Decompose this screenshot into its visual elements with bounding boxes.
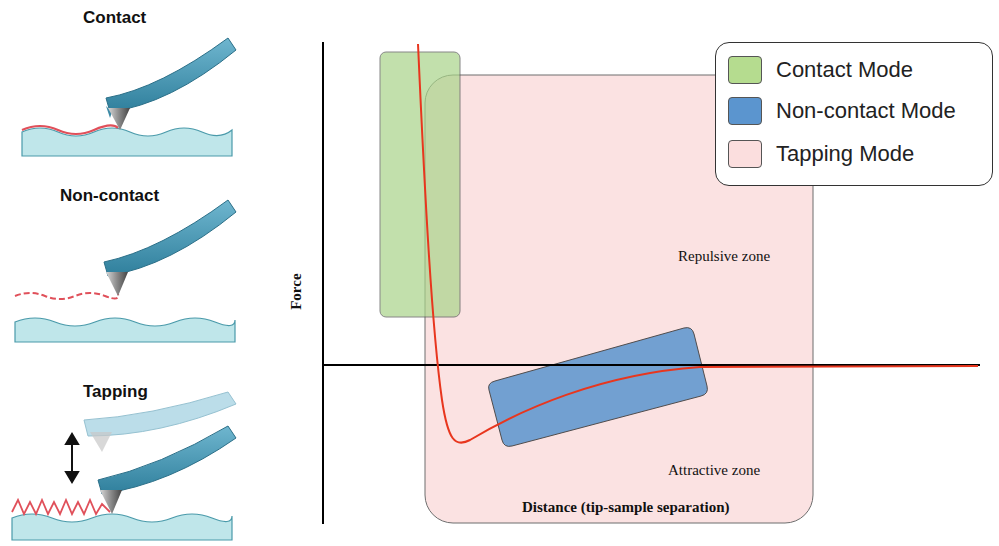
tip-trace: [22, 125, 118, 134]
zone-label: Repulsive zone: [678, 248, 770, 265]
tapping-region: [425, 75, 813, 523]
force-curve: [418, 44, 978, 443]
axis-title: Force: [288, 273, 305, 309]
probe-tip: [108, 108, 130, 130]
legend-entry: Non-contact Mode: [728, 96, 956, 126]
panel-title: Tapping: [83, 382, 148, 402]
cantilever: [104, 200, 236, 276]
legend-text: Tapping Mode: [776, 141, 914, 167]
sample-surface: [22, 128, 232, 156]
legend-swatch: [728, 56, 762, 84]
sample-surface: [12, 514, 232, 540]
probe-tip: [106, 272, 128, 296]
legend-entry: Tapping Mode: [728, 139, 914, 169]
panel-title: Contact: [83, 8, 146, 28]
tip-trace: [15, 293, 118, 299]
cantilever: [106, 38, 236, 112]
probe-tip: [100, 490, 122, 514]
legend-swatch: [728, 97, 762, 125]
sample-surface: [15, 318, 235, 342]
legend-text: Non-contact Mode: [776, 98, 956, 124]
zone-label: Attractive zone: [668, 462, 760, 479]
oscillation-arrow: [66, 434, 78, 482]
y-axis: [322, 42, 324, 524]
tip-trace: [12, 500, 110, 514]
legend-box: Contact ModeNon-contact ModeTapping Mode: [715, 42, 993, 186]
non-contact-region: [489, 328, 708, 447]
legend-text: Contact Mode: [776, 57, 913, 83]
axis-title: Distance (tip-sample separation): [522, 499, 729, 516]
cantilever: [98, 426, 236, 494]
legend-entry: Contact Mode: [728, 55, 913, 85]
panel-title: Non-contact: [60, 186, 159, 206]
legend-swatch: [728, 140, 762, 168]
